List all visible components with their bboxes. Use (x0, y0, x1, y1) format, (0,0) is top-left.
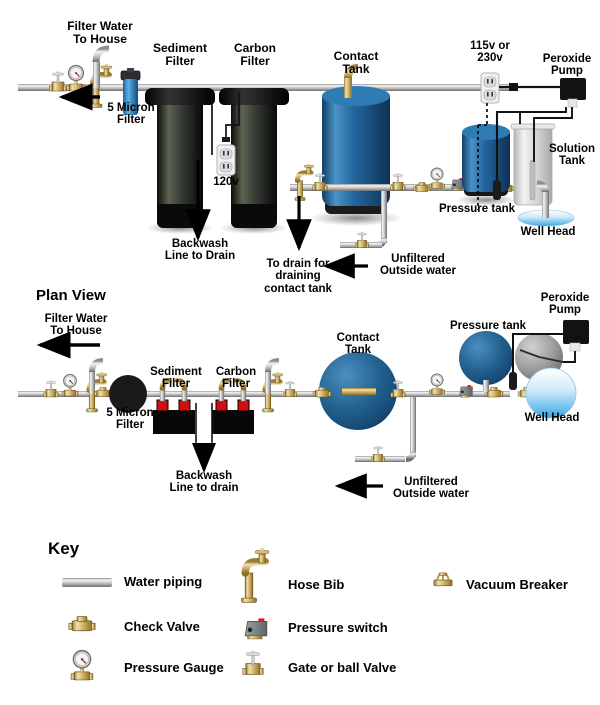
voltage-outlet-top (480, 72, 500, 104)
plan-view-title: Plan View (36, 287, 106, 304)
pressure-tank-plan (459, 331, 513, 392)
five-micron-filter-top (120, 68, 141, 115)
well-head-top (516, 180, 575, 227)
key-label-hose-bib: Hose Bib (288, 577, 345, 592)
top-elevation-view (18, 45, 586, 279)
key-label-pressure-gauge: Pressure Gauge (124, 660, 224, 675)
check-valve-icon (68, 616, 96, 632)
key-label-vacuum-breaker: Vacuum Breaker (466, 577, 568, 592)
plan-view (18, 320, 589, 499)
plan-main-pipe (18, 391, 510, 397)
vacuum-breaker-icon (432, 571, 454, 587)
plan-injection-tubing (512, 333, 567, 388)
contact-tank-plan (319, 352, 397, 430)
water-piping-icon (62, 578, 112, 587)
key-legend (62, 548, 454, 681)
key-label-water-piping: Water piping (124, 574, 203, 589)
main-water-pipe (18, 84, 510, 91)
label-pressure-tank-top: Pressure tank (438, 203, 516, 215)
key-label-pressure-switch: Pressure switch (288, 620, 388, 635)
label-outlet-120v: 120v (213, 176, 239, 188)
pressure-gauge-icon (70, 649, 94, 681)
well-head-plan (525, 367, 577, 419)
five-micron-filter-plan (109, 375, 147, 413)
label-well-head-plan: Well Head (524, 412, 580, 424)
injection-tubing-top (495, 110, 520, 196)
peroxide-pump-top (560, 78, 586, 108)
key-label-check-valve: Check Valve (124, 619, 200, 634)
key-title: Key (48, 539, 80, 558)
injection-quill-top (493, 180, 501, 200)
outlet-120v (216, 144, 236, 176)
label-pressure-tank-plan: Pressure tank (449, 320, 527, 332)
pressure-tank-top (456, 124, 516, 206)
injection-quill-plan (509, 372, 517, 390)
contact-tank-top (310, 64, 402, 226)
label-well-head-top: Well Head (520, 226, 576, 238)
key-label-gate-ball-valve: Gate or ball Valve (288, 660, 397, 675)
